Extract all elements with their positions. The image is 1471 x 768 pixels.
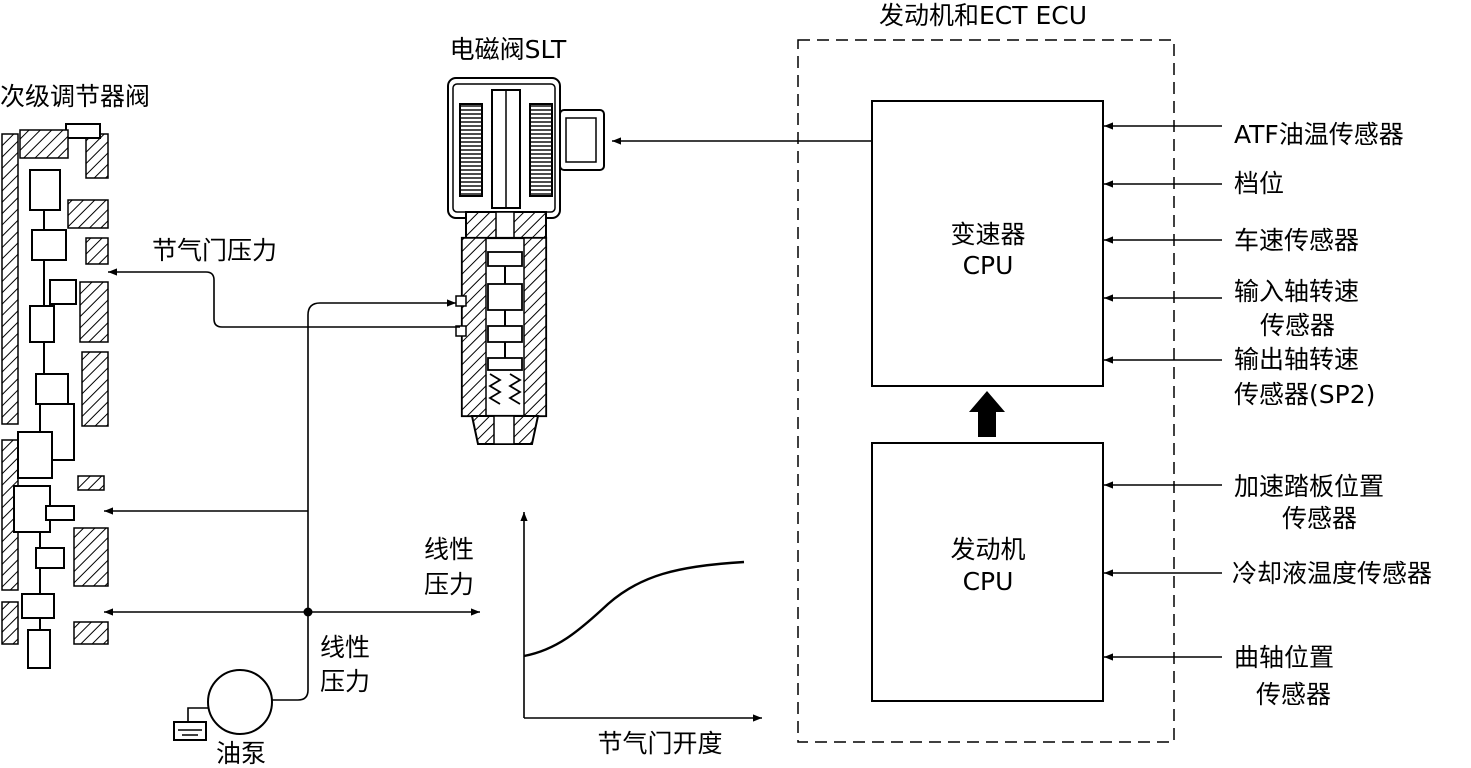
solenoid-title: 电磁阀SLT (450, 35, 567, 64)
graph-x-label: 节气门开度 (597, 729, 722, 758)
transmission-cpu-label: CPU (963, 251, 1014, 280)
transmission-cpu-box: 变速器 CPU (871, 100, 1104, 387)
solenoid-valve-slt (447, 77, 605, 445)
sensor-output-shaft-line1: 输出轴转速 (1234, 345, 1359, 374)
transmission-sensor-arrows (1104, 122, 1222, 364)
throttle-pressure-line (108, 268, 460, 328)
engine-cpu-name: 发动机 (950, 535, 1025, 564)
sensor-input-shaft-line2: 传感器 (1260, 311, 1335, 340)
engine-sensor-labels: 加速踏板位置 传感器 冷却液温度传感器 曲轴位置 传感器 (1232, 472, 1432, 709)
sensor-accelerator-line1: 加速踏板位置 (1234, 472, 1384, 501)
sensor-crankshaft-line2: 传感器 (1256, 680, 1331, 709)
secondary-regulator-valve (1, 123, 109, 669)
engine-to-transmission-arrow (969, 391, 1005, 437)
sensor-accelerator-line2: 传感器 (1282, 504, 1357, 533)
line-pressure-right-label-1: 线性 (424, 535, 474, 564)
sensor-shift-position: 档位 (1234, 169, 1284, 198)
engine-cpu-box: 发动机 CPU (871, 442, 1104, 702)
transmission-cpu-name: 变速器 (950, 220, 1025, 249)
transmission-sensor-labels: ATF油温传感器 档位 车速传感器 输入轴转速 传感器 输出轴转速 传感器(SP… (1234, 120, 1404, 409)
pressure-characteristic-graph (520, 512, 762, 722)
sensor-crankshaft-line1: 曲轴位置 (1234, 643, 1334, 672)
line-pressure-lower-label-1: 线性 (320, 633, 370, 662)
oil-pump (173, 669, 273, 741)
sensor-atf-temp: ATF油温传感器 (1234, 120, 1404, 149)
engine-sensor-arrows (1104, 481, 1222, 661)
sensor-coolant-temp: 冷却液温度传感器 (1232, 559, 1432, 588)
sensor-vehicle-speed: 车速传感器 (1234, 226, 1359, 255)
sensor-output-shaft-line2: 传感器(SP2) (1234, 380, 1375, 409)
line-pressure-right-label-2: 压力 (424, 570, 474, 599)
pump-outlet-line (272, 612, 309, 701)
sensor-input-shaft-line1: 输入轴转速 (1234, 277, 1359, 306)
line-pressure-to-solenoid (307, 299, 456, 612)
line-pressure-lower-label-2: 压力 (320, 667, 370, 696)
secondary-regulator-title: 次级调节器阀 (0, 82, 150, 111)
oil-pump-label: 油泵 (216, 739, 266, 768)
engine-cpu-label: CPU (963, 567, 1014, 596)
ecu-enclosure (797, 39, 1175, 743)
graph-curve (523, 560, 745, 658)
throttle-pressure-label: 节气门压力 (152, 236, 277, 265)
ecu-title: 发动机和ECT ECU (879, 1, 1087, 30)
